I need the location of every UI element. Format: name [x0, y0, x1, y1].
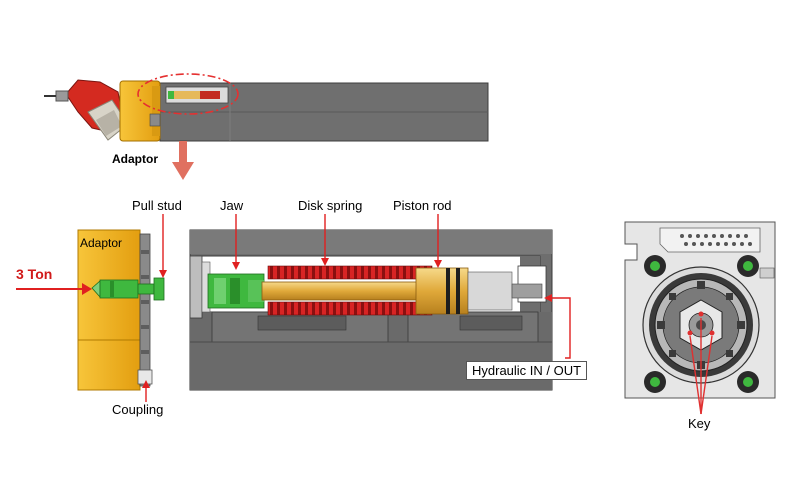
adaptor-block-label: Adaptor	[80, 236, 123, 250]
force-label: 3 Ton	[16, 266, 53, 282]
key-label: Key	[688, 416, 711, 431]
pull-stud	[91, 277, 165, 301]
hydraulic-label: Hydraulic IN / OUT	[466, 361, 588, 380]
piston-rod-shaft	[261, 281, 441, 301]
adaptor-top-label: Adaptor	[112, 152, 158, 166]
ventilation-holes	[680, 234, 752, 246]
adaptor-block	[77, 229, 153, 391]
key-pointers	[689, 318, 713, 415]
coupling-plate	[139, 233, 151, 387]
jaw-label: Jaw	[220, 198, 244, 213]
front-view-plate	[624, 221, 776, 399]
corner-bolts	[644, 255, 759, 393]
disk-spring-stack	[267, 265, 433, 316]
arrow-right-icon	[16, 283, 92, 295]
jaw	[207, 273, 265, 309]
overview-assembly	[44, 73, 489, 180]
disk-spring-label: Disk spring	[298, 198, 363, 213]
piston-rod-label: Piston rod	[393, 198, 452, 213]
hydraulic-line	[544, 294, 571, 359]
piston	[415, 267, 543, 315]
coupling-label: Coupling	[112, 402, 164, 417]
detail-highlight-ellipse	[137, 73, 239, 115]
spindle-nose	[55, 90, 69, 102]
pull-stud-label: Pull stud	[132, 198, 182, 213]
arrow-down-icon	[172, 141, 194, 180]
